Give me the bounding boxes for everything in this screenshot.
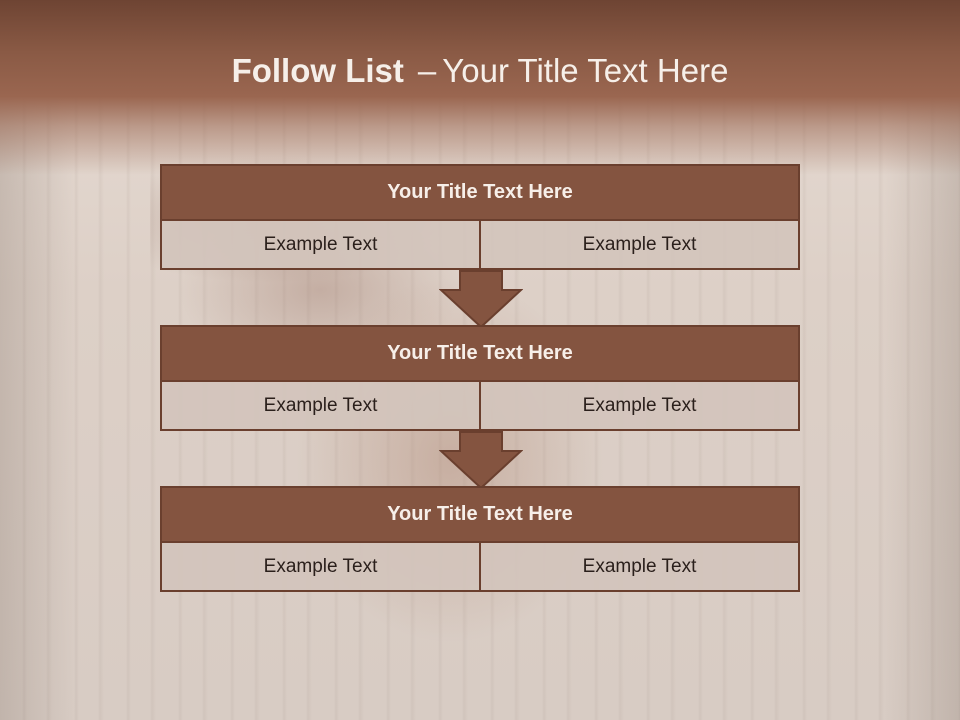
header-band <box>0 0 960 175</box>
list-block-3: Your Title Text Here Example Text Exampl… <box>160 486 800 592</box>
list-block-1: Your Title Text Here Example Text Exampl… <box>160 164 800 270</box>
slide-title-rest: Your Title Text Here <box>442 52 729 89</box>
block-cell-left: Example Text <box>263 233 378 255</box>
list-block-2: Your Title Text Here Example Text Exampl… <box>160 325 800 431</box>
slide-title-bold: Follow List <box>231 52 404 89</box>
block-cell-right: Example Text <box>479 221 798 268</box>
block-cell-left: Example Text <box>263 394 378 416</box>
block-row: Example Text Example Text <box>160 221 800 270</box>
block-cell-right: Example Text <box>479 382 798 429</box>
block-row: Example Text Example Text <box>160 382 800 431</box>
block-title: Your Title Text Here <box>160 325 800 382</box>
down-arrow-icon <box>439 270 523 328</box>
block-cell-right: Example Text <box>479 543 798 590</box>
block-row: Example Text Example Text <box>160 543 800 592</box>
block-title: Your Title Text Here <box>160 164 800 221</box>
block-title: Your Title Text Here <box>160 486 800 543</box>
slide-title: Follow List–Your Title Text Here <box>0 52 960 90</box>
slide-title-separator: – <box>417 52 437 89</box>
down-arrow-icon <box>439 431 523 489</box>
block-cell-left: Example Text <box>263 555 378 577</box>
